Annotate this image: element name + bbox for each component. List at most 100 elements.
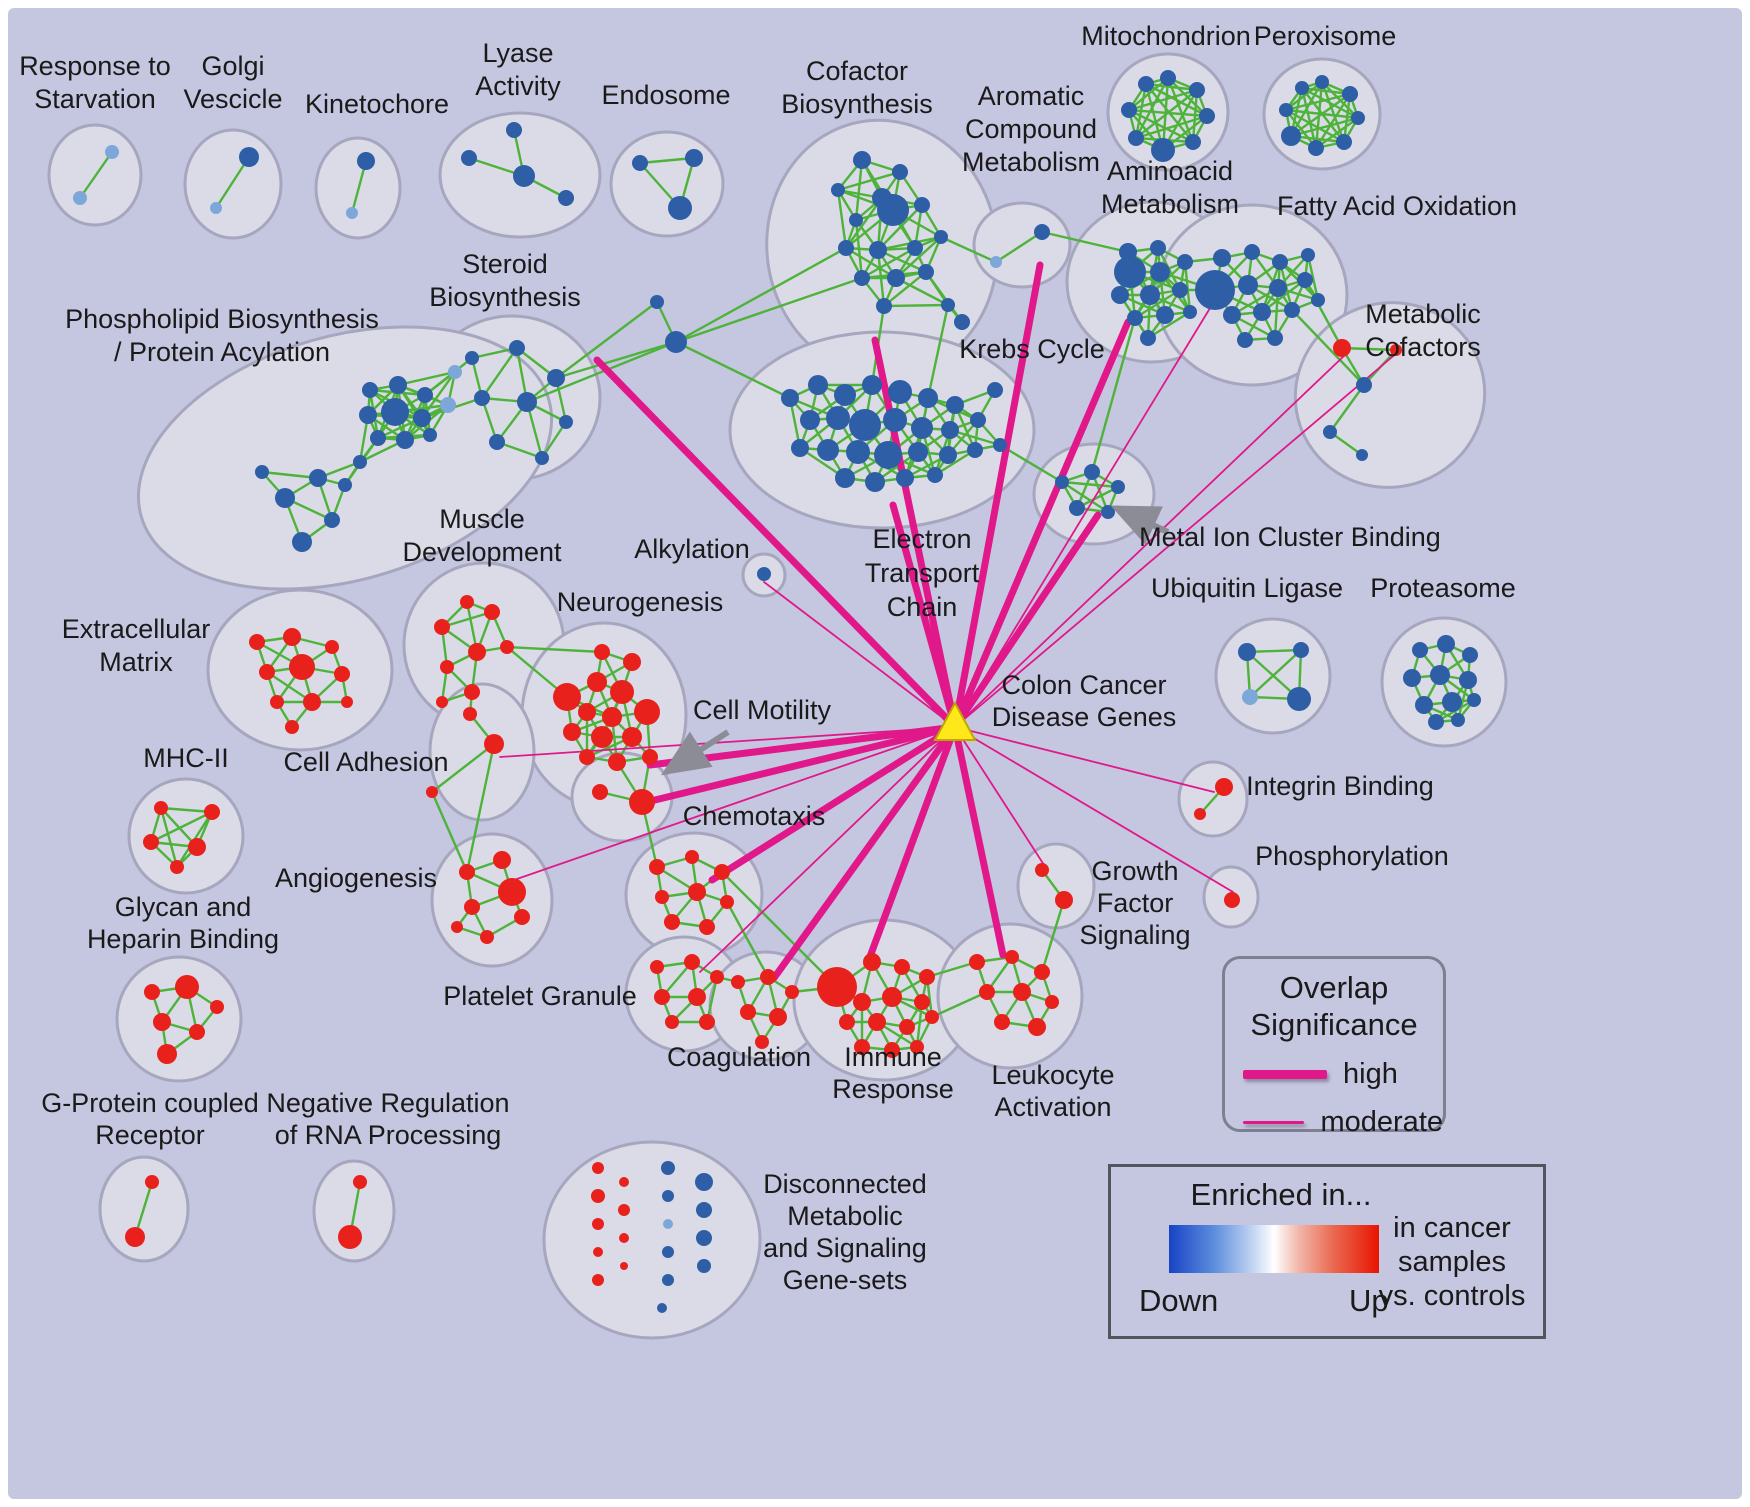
electron-transport-chain-node <box>874 441 902 469</box>
electron-transport-chain-node <box>946 396 964 414</box>
overlap-legend-title: Overlap Significance <box>1225 969 1443 1043</box>
disconnected-gene-sets-node <box>697 1259 711 1273</box>
electron-transport-chain-node <box>941 421 959 439</box>
aromatic-compound-metabolism-node <box>1034 224 1050 240</box>
disconnected-gene-sets-node <box>663 1219 673 1229</box>
disconnected-gene-sets-node <box>695 1173 713 1191</box>
angiogenesis-node <box>464 899 480 915</box>
neurogenesis-node <box>591 726 613 748</box>
glycan-heparin-binding-node <box>175 975 199 999</box>
extracellular-matrix-node <box>285 720 299 734</box>
electron-transport-chain-node <box>927 467 943 483</box>
cofactor-biosynthesis-node <box>907 240 923 256</box>
immune-response-node <box>839 1014 855 1030</box>
high-significance-line-sample <box>1243 1070 1327 1079</box>
enrichment-up-label: Up <box>1349 1283 1389 1318</box>
electron-transport-chain-node <box>817 439 839 461</box>
mhc-ii-node <box>188 838 206 856</box>
platelet-granule-node <box>684 954 700 970</box>
proteasome-node <box>1459 671 1477 689</box>
moderate-significance-label: moderate <box>1320 1106 1443 1138</box>
growth-factor-signaling-node <box>1035 863 1049 877</box>
cofactor-biosynthesis-node <box>838 240 854 256</box>
mitochondrion-node <box>1138 76 1154 92</box>
phosphorylation-label: Phosphorylation <box>1255 841 1449 871</box>
extracellular-matrix-node <box>249 634 265 650</box>
node-layer <box>73 70 1481 1313</box>
peroxisome-label: Peroxisome <box>1254 21 1397 51</box>
mitochondrion-node <box>1128 130 1144 146</box>
steroid-biosynthesis-node <box>465 351 479 365</box>
electron-transport-chain-node <box>835 468 855 488</box>
kinetochore-node <box>346 207 358 219</box>
golgi-vescicle-node <box>239 147 259 167</box>
metal-ion-cluster-binding-label: Metal Ion Cluster Binding <box>1139 522 1441 552</box>
phospholipid-biosynthesis-node <box>309 469 327 487</box>
ubiquitin-ligase-edge <box>1246 648 1302 654</box>
significance-edge-moderate <box>954 726 1047 869</box>
lyase-activity-node <box>558 190 574 206</box>
muscle-development-node <box>500 640 514 654</box>
cell-motility-label: Cell Motility <box>693 695 832 725</box>
significance-edge-high <box>708 723 959 884</box>
muscle-development-node <box>460 595 474 609</box>
phospholipid-biosynthesis-node <box>275 488 295 508</box>
aromatic-compound-metabolism-node <box>990 256 1002 268</box>
inter-cluster-edge <box>1041 230 1129 254</box>
neurogenesis-node <box>578 703 596 721</box>
mhc-ii-node <box>204 804 220 820</box>
cofactor-biosynthesis-edge <box>883 303 949 308</box>
muscle-development-node <box>436 696 448 708</box>
neurogenesis-node <box>634 699 660 725</box>
disconnected-gene-sets-node <box>696 1202 712 1218</box>
electron-transport-chain-node <box>791 439 809 457</box>
mhc-ii-node <box>170 860 184 874</box>
mitochondrion-node <box>1199 108 1215 124</box>
phospholipid-biosynthesis-node <box>324 512 340 528</box>
coagulation-node <box>755 1035 769 1049</box>
metal-ion-cluster-binding-node <box>1101 505 1115 519</box>
electron-transport-chain-node <box>939 446 957 464</box>
disconnected-gene-sets-node <box>662 1274 674 1286</box>
ubiquitin-ligase-node <box>1242 689 1258 705</box>
electron-transport-chain-node <box>883 408 907 432</box>
metal-ion-cluster-binding-edge <box>1061 480 1119 489</box>
fatty-acid-oxidation-node <box>1223 306 1241 324</box>
immune-response-node <box>884 1042 900 1058</box>
significance-edge-moderate <box>499 726 956 758</box>
chemotaxis-node <box>655 890 669 904</box>
leukocyte-activation-node <box>969 954 985 970</box>
peroxisome-node <box>1308 140 1324 156</box>
inter-cluster-edge <box>926 304 950 399</box>
g-protein-coupled-receptor-node <box>145 1175 159 1189</box>
chemotaxis-node <box>685 850 699 864</box>
inter-cluster-edge <box>1291 309 1365 386</box>
aminoacid-metabolism-node <box>1114 256 1146 288</box>
significance-edge-layer <box>499 261 1399 982</box>
cofactor-biosynthesis-edge <box>845 197 883 249</box>
inter-cluster-edge <box>506 645 603 654</box>
significance-edge-moderate <box>954 726 1215 793</box>
ubiquitin-ligase-label: Ubiquitin Ligase <box>1151 573 1343 603</box>
neurogenesis-node <box>553 683 581 711</box>
angiogenesis-node <box>514 909 530 925</box>
phospholipid-biosynthesis-node <box>413 409 431 427</box>
krebs-cycle-label: Krebs Cycle <box>959 334 1105 364</box>
cell-adhesion-node <box>426 786 438 798</box>
phospholipid-biosynthesis-node <box>338 478 352 492</box>
disconnected-gene-sets-node <box>593 1247 603 1257</box>
cofactor-biosynthesis-edge <box>836 189 848 249</box>
electron-transport-chain-node <box>808 375 828 395</box>
cell-motility-node <box>629 789 655 815</box>
peroxisome-node <box>1315 75 1329 89</box>
significance-edge-moderate <box>763 581 956 728</box>
immune-response-node <box>899 1019 915 1035</box>
cofactor-biosynthesis-node <box>877 194 909 226</box>
platelet-granule-node <box>710 970 724 984</box>
cofactor-biosynthesis-node <box>854 270 870 286</box>
peroxisome-edge <box>1342 93 1352 143</box>
